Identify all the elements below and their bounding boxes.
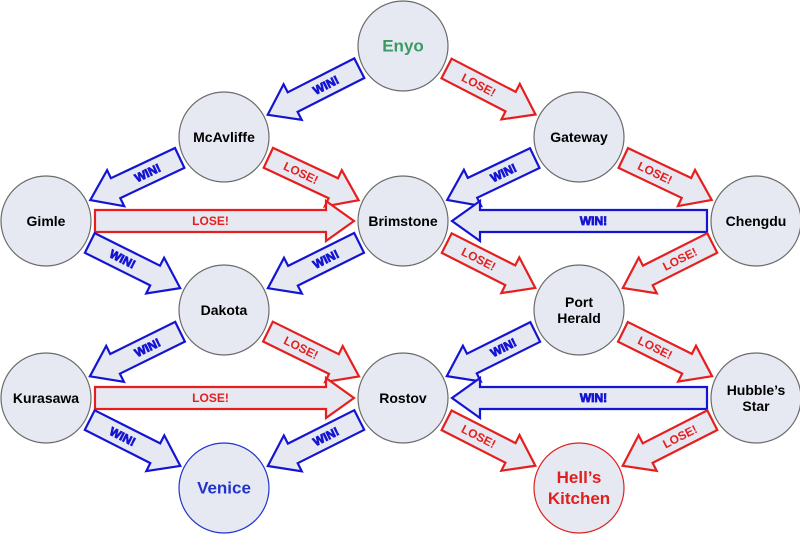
arrow-shape [83,231,182,295]
arrow-shape [445,146,541,208]
node-mcavliffe: McAvliffe [178,91,270,183]
node-circle [710,352,800,444]
win-arrow-dakota-to-kurasawa: WIN! [88,320,187,384]
arrow-shape [88,146,186,208]
node-label: Enyo [382,37,424,56]
lose-arrow-enyo-to-gateway: LOSE! [440,57,538,121]
node-kurasawa: Kurasawa [0,352,92,444]
edges-layer: WIN! LOSE! WIN! LOSE! WIN! LOSE! LOSE! WIN! WIN!… [83,56,719,473]
win-arrow-hubbles-star-to-rostov: WIN! [450,375,709,421]
win-arrow-enyo-to-mcavliffe: WIN! [266,56,366,122]
win-arrow-brimstone-to-dakota: WIN! [266,231,366,296]
arrow-label: WIN! [580,391,607,405]
arrow-shape [440,57,538,121]
node-circle [357,352,449,444]
node-circle [710,175,800,267]
node-circle [357,0,449,92]
node-gimle: Gimle [0,175,92,267]
arrow-shape [262,146,361,208]
node-circle [533,442,625,534]
node-label: Hubble’s [727,382,786,398]
arrow-label: WIN! [488,161,519,185]
win-arrow-kurasawa-to-venice: WIN! [83,408,182,473]
node-circle [533,91,625,183]
node-circle [0,175,92,267]
arrow-shape [266,231,366,296]
node-dakota: Dakota [178,264,270,356]
lose-arrow-dakota-to-rostov: LOSE! [261,320,361,384]
arrow-shape [88,320,187,384]
win-arrow-chengdu-to-brimstone: WIN! [450,198,709,244]
arrow-shape [266,56,366,122]
arrow-shape [93,375,356,421]
lose-arrow-brimstone-to-port-herald: LOSE! [440,231,537,295]
node-circle [178,91,270,183]
node-label: Hell’s [557,468,602,487]
node-brimstone: Brimstone [357,175,449,267]
lose-arrow-mcavliffe-to-brimstone: LOSE! [262,146,361,208]
node-label: Gimle [27,213,66,229]
node-circle [178,442,270,534]
arrow-shape [445,320,542,383]
node-label: Kitchen [548,489,610,508]
node-chengdu: Chengdu [710,175,800,267]
arrow-shape [450,198,709,244]
lose-arrow-hubbles-star-to-hells-kitchen: LOSE! [621,408,719,473]
node-venice: Venice [178,442,270,534]
arrow-shape [83,408,182,473]
lose-arrow-kurasawa-to-rostov: LOSE! [93,375,356,421]
node-label: Venice [197,479,251,498]
node-label: Herald [557,310,601,326]
node-circle [178,264,270,356]
lose-arrow-port-herald-to-hubbles-star: LOSE! [616,320,714,384]
node-rostov: Rostov [357,352,449,444]
win-arrow-rostov-to-venice: WIN! [266,408,366,473]
node-label: Rostov [379,390,427,406]
node-circle [357,175,449,267]
win-arrow-port-herald-to-rostov: WIN! [445,320,542,383]
arrow-shape [621,408,719,473]
node-enyo: Enyo [357,0,449,92]
node-label: Brimstone [368,213,437,229]
arrow-label: LOSE! [192,391,229,405]
win-arrow-gateway-to-brimstone: WIN! [445,146,541,208]
node-label: Port [565,294,593,310]
node-circle [533,264,625,356]
arrow-shape [616,320,714,384]
lose-arrow-chengdu-to-port-herald: LOSE! [621,231,719,295]
arrow-shape [93,198,356,244]
lose-arrow-gateway-to-chengdu: LOSE! [617,146,714,208]
arrow-label: WIN! [580,214,607,228]
node-circle [0,352,92,444]
node-label: McAvliffe [193,129,255,145]
arrow-shape [440,409,538,473]
node-label: Kurasawa [13,390,79,406]
arrow-shape [450,375,709,421]
arrow-label: LOSE! [192,214,229,228]
lose-arrow-rostov-to-hells-kitchen: LOSE! [440,409,538,473]
node-label: Chengdu [726,213,787,229]
arrow-shape [266,408,366,473]
arrow-shape [621,231,719,295]
win-arrow-gimle-to-dakota: WIN! [83,231,182,295]
arrow-shape [617,146,714,208]
node-label: Dakota [201,302,248,318]
arrow-shape [440,231,537,295]
node-label: Star [742,398,770,414]
arrow-shape [261,320,361,384]
win-arrow-mcavliffe-to-gimle: WIN! [88,146,186,208]
node-gateway: Gateway [533,91,625,183]
lose-arrow-gimle-to-brimstone: LOSE! [93,198,356,244]
node-label: Gateway [550,129,608,145]
